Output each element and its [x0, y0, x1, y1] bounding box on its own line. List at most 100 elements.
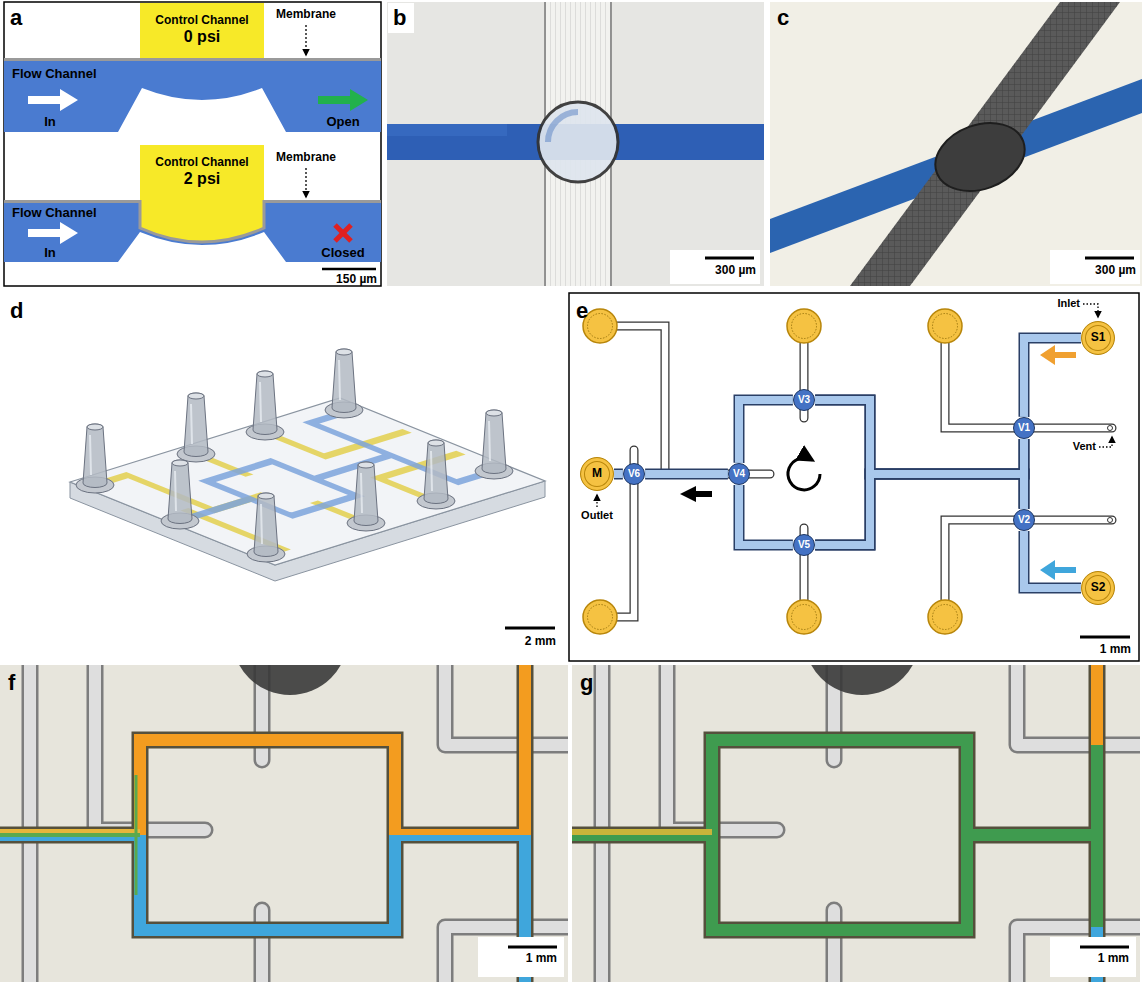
label-text: Membrane — [276, 150, 336, 164]
panel-a-valve-schematic — [4, 61, 381, 132]
panel-f-photo — [508, 946, 557, 949]
control-channel-box: Control Channel2 psi — [140, 145, 264, 200]
label-text: a — [10, 5, 22, 30]
panel-f-photo — [0, 665, 568, 982]
label-text: Flow Channel — [12, 205, 97, 220]
panel-b-micrograph — [387, 2, 764, 286]
node-text: S1 — [1091, 331, 1106, 345]
node-text: 0 psi — [184, 28, 220, 46]
channel-outline — [1024, 531, 1081, 588]
panel-b-micrograph — [387, 2, 764, 286]
label-text: Outlet — [581, 509, 613, 521]
unlabeled-port — [792, 314, 817, 339]
label-text: b — [393, 5, 406, 30]
panel-f-photo — [0, 665, 568, 982]
node-text: S2 — [1091, 581, 1106, 595]
label-text: 300 µm — [715, 263, 756, 277]
panel-g-photo — [1080, 946, 1129, 949]
flow-channel — [815, 474, 1024, 545]
label-text: c — [777, 5, 789, 30]
panel-c-micrograph — [770, 79, 1142, 253]
panel-f-photo — [140, 835, 525, 982]
panel-d-chip-3d — [475, 410, 513, 479]
scale-bar-label: 300 µm — [715, 263, 756, 278]
panel-letter: e — [576, 298, 588, 324]
node-text: V4 — [733, 468, 745, 480]
panel-e-layout — [1040, 345, 1076, 365]
panel-f-photo — [395, 835, 525, 841]
label-text: d — [10, 298, 23, 323]
valve-circle: V1 — [1013, 417, 1035, 439]
panel-letter: g — [580, 670, 593, 696]
panel-g-photo — [572, 665, 1140, 982]
panel-c-micrograph — [1050, 250, 1140, 284]
label-text: 2 mm — [525, 634, 556, 648]
panel-a-valve-schematic — [322, 268, 376, 271]
panel-letter: d — [10, 298, 23, 324]
panel-c-micrograph — [926, 111, 1034, 203]
panel-a-valve-schematic — [4, 2, 381, 286]
panel-d-chip-3d — [177, 393, 215, 462]
valve-circle: V4 — [728, 463, 750, 485]
panel-d-chip-3d — [347, 462, 385, 531]
valve-circle: V3 — [793, 389, 815, 411]
label-text: 150 µm — [336, 272, 377, 286]
panel-d-chip-3d — [76, 424, 114, 493]
flow-channel — [614, 338, 1081, 588]
flow-channel — [614, 470, 623, 478]
port-circle: S2 — [1081, 571, 1115, 605]
scale-bar-label: 300 µm — [1095, 263, 1136, 278]
scale-bar-label: 1 mm — [1098, 951, 1129, 966]
channel-outline — [815, 400, 1024, 509]
panel-e-layout — [680, 486, 712, 502]
panel-e-layout — [596, 495, 597, 507]
label-text: Flow Channel — [12, 66, 97, 81]
annotation: Flow Channel — [12, 66, 97, 82]
annotation: Vent — [1073, 440, 1096, 453]
unlabeled-port — [933, 314, 958, 339]
panel-d-chip-3d — [161, 460, 199, 529]
label-text: 1 mm — [526, 951, 557, 965]
panel-d-chip-3d — [246, 371, 284, 440]
label-text: 1 mm — [1098, 951, 1129, 965]
node-text: V1 — [1018, 422, 1030, 434]
channel-outline — [1024, 338, 1081, 417]
unlabeled-port — [792, 605, 817, 630]
channel-outline — [614, 338, 1081, 588]
label-text: 1 mm — [1100, 642, 1131, 656]
valve-circle: V2 — [1013, 509, 1035, 531]
control-channel-box: Control Channel0 psi — [140, 3, 264, 58]
panel-f-photo — [140, 665, 525, 835]
unlabeled-port — [583, 600, 617, 634]
flow-channel — [739, 485, 793, 545]
panel-d-chip-3d — [417, 440, 455, 509]
node-text: M — [592, 467, 602, 481]
panel-g-photo — [1091, 665, 1103, 745]
label-text: Closed — [321, 245, 364, 260]
panel-a-valve-schematic — [140, 200, 264, 242]
panel-c-micrograph — [850, 2, 1120, 286]
annotation: Outlet — [581, 509, 613, 522]
node-text: 2 psi — [184, 170, 220, 188]
annotation: Inlet — [1057, 297, 1080, 310]
annotation: Membrane — [276, 7, 336, 22]
panel-c-micrograph — [770, 2, 1142, 286]
panel-d-chip-3d — [101, 412, 494, 548]
node-text: V5 — [798, 539, 810, 551]
label-text: Inlet — [1057, 297, 1080, 309]
unlabeled-port — [933, 605, 958, 630]
unlabeled-port — [583, 309, 617, 343]
channel-outline — [739, 400, 793, 463]
channel-outline — [815, 400, 1024, 474]
panel-e-layout — [1108, 426, 1113, 431]
node-text: Control Channel — [155, 14, 248, 28]
panel-letter: b — [393, 5, 406, 31]
label-text: In — [44, 245, 56, 260]
panel-g-photo — [572, 829, 712, 835]
panel-a-valve-schematic — [28, 89, 78, 111]
panel-c-micrograph — [850, 2, 1120, 286]
scale-bar-label: 1 mm — [526, 951, 557, 966]
scale-bar-label: 1 mm — [1100, 642, 1131, 657]
panel-b-micrograph — [388, 3, 414, 33]
unlabeled-port — [787, 600, 821, 634]
